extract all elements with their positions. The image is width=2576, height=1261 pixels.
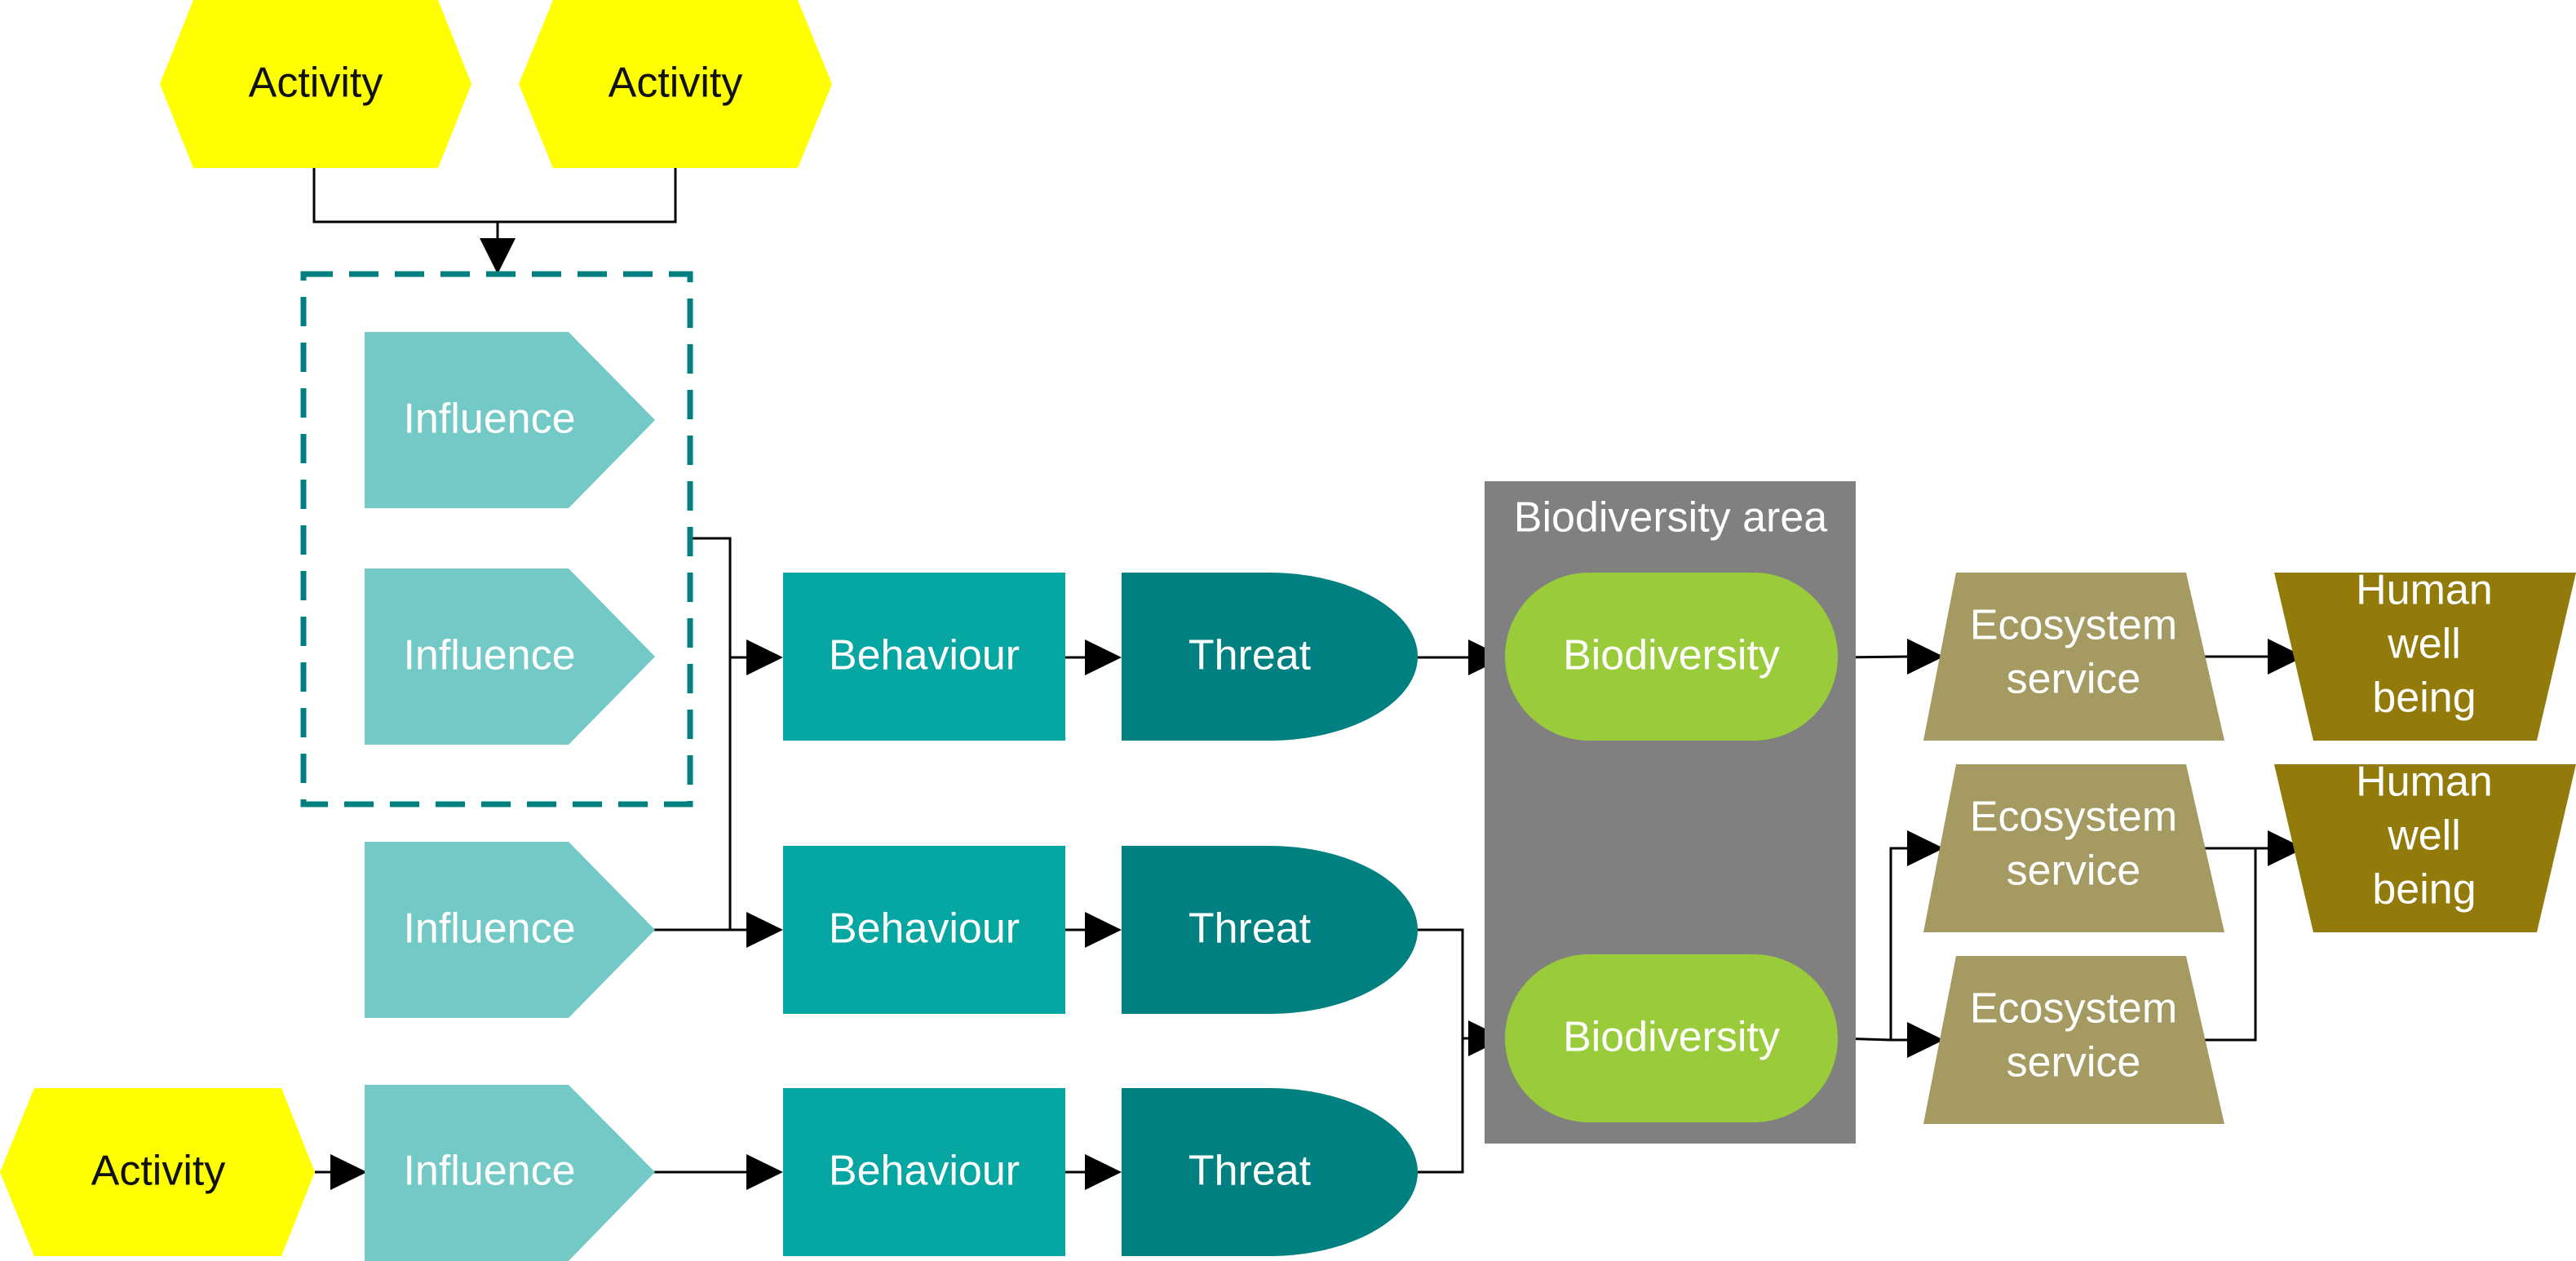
connector-group-trunk [690,537,732,930]
behaviour-label: Behaviour [829,905,1020,953]
activity-shape [519,0,832,168]
arrowhead-hwb1 [2268,639,2304,675]
human-well-being-node-2[interactable]: Human well being [2274,759,2576,932]
influence-label: Influence [403,632,575,679]
ecosystem-service-node-1[interactable]: Ecosystem service [1923,573,2224,741]
connector-threat2-join [1418,928,1464,1174]
arrowhead-es1 [1907,639,1944,675]
arrowhead-to-group [480,238,516,274]
behaviour-node-3[interactable]: Behaviour [783,1088,1065,1256]
human-well-being-label-line1: Human [2356,759,2493,806]
activity-shape [160,0,471,168]
ecosystem-service-label-line1: Ecosystem [1970,602,2177,649]
human-well-being-label-line1: Human [2356,567,2493,614]
activity-node-1[interactable]: Activity [160,0,471,168]
activity-node-3[interactable]: Activity [0,1088,315,1256]
ecosystem-service-shape [1923,764,2224,932]
biodiversity-node-1[interactable]: Biodiversity [1505,573,1838,741]
connector-activity2-group [498,168,677,223]
arrowhead-threat3 [1085,1154,1122,1190]
biodiversity-area-label: Biodiversity area [1514,494,1827,542]
biodiversity-shape [1505,573,1838,741]
behaviour-node-1[interactable]: Behaviour [783,573,1065,741]
arrowhead-behaviour1 [746,639,783,675]
threat-shape [1122,1088,1418,1256]
behaviour-label: Behaviour [829,1148,1020,1195]
biodiversity-node-2[interactable]: Biodiversity [1505,954,1838,1122]
influence-node-2[interactable]: Influence [365,569,655,745]
human-well-being-label-line3: being [2372,866,2476,914]
ecosystem-service-label-line1: Ecosystem [1970,794,2177,841]
ecosystem-service-node-3[interactable]: Ecosystem service [1923,956,2224,1124]
arrowhead-threat2 [1085,912,1122,948]
arrowhead-behaviour2 [746,912,783,948]
human-well-being-label-line3: being [2372,675,2476,722]
behaviour-shape [783,573,1065,741]
threat-node-3[interactable]: Threat [1122,1088,1418,1256]
ecosystem-service-shape [1923,956,2224,1124]
threat-label: Threat [1188,905,1312,953]
arrowhead-influence4 [330,1154,367,1190]
connector-branch-es2 [1889,847,1909,1040]
threat-node-2[interactable]: Threat [1122,846,1418,1014]
influence-shape [365,842,655,1018]
influence-node-3[interactable]: Influence [365,842,655,1018]
activity-label: Activity [91,1148,226,1195]
influence-shape [365,332,655,508]
behaviour-shape [783,846,1065,1014]
ecosystem-service-label-line2: service [2007,1039,2141,1086]
biodiversity-label: Biodiversity [1563,632,1780,679]
influence-label: Influence [403,905,575,953]
influence-label: Influence [403,396,575,443]
activity-shape [0,1088,315,1256]
biodiversity-shape [1505,954,1838,1122]
threat-label: Threat [1188,632,1312,679]
behaviour-node-2[interactable]: Behaviour [783,846,1065,1014]
arrowhead-es3 [1907,1022,1944,1058]
threat-shape [1122,846,1418,1014]
human-well-being-label-line2: well [2387,621,2461,668]
influence-node-1[interactable]: Influence [365,332,655,508]
influence-node-4[interactable]: Influence [365,1085,655,1261]
ecosystem-service-label-line2: service [2007,847,2141,895]
arrowhead-behaviour3 [746,1154,783,1190]
connector-activity1-group [312,168,498,223]
activity-node-2[interactable]: Activity [519,0,832,168]
ecosystem-service-node-2[interactable]: Ecosystem service [1923,764,2224,932]
human-well-being-node-1[interactable]: Human well being [2274,567,2576,741]
threat-label: Threat [1188,1148,1312,1195]
threat-shape [1122,573,1418,741]
behaviour-label: Behaviour [829,632,1020,679]
connector-es2-join [2202,847,2257,1042]
influence-group-border [300,271,693,807]
arrowhead-hwb2 [2268,830,2304,866]
activity-label: Activity [249,60,383,107]
human-well-being-shape [2274,573,2576,741]
influence-shape [365,569,655,745]
behaviour-shape [783,1088,1065,1256]
human-well-being-label-line2: well [2387,812,2461,860]
threat-node-1[interactable]: Threat [1122,573,1418,741]
human-well-being-shape [2274,764,2576,932]
activity-label: Activity [609,60,743,107]
arrowhead-es2 [1907,830,1944,866]
biodiversity-label: Biodiversity [1563,1014,1780,1061]
connectors [312,168,2304,1190]
ecosystem-service-shape [1923,573,2224,741]
influence-label: Influence [403,1148,575,1195]
ecosystem-service-label-line1: Ecosystem [1970,985,2177,1033]
arrowhead-threat1 [1085,639,1122,675]
influence-shape [365,1085,655,1261]
ecosystem-service-label-line2: service [2007,656,2141,703]
